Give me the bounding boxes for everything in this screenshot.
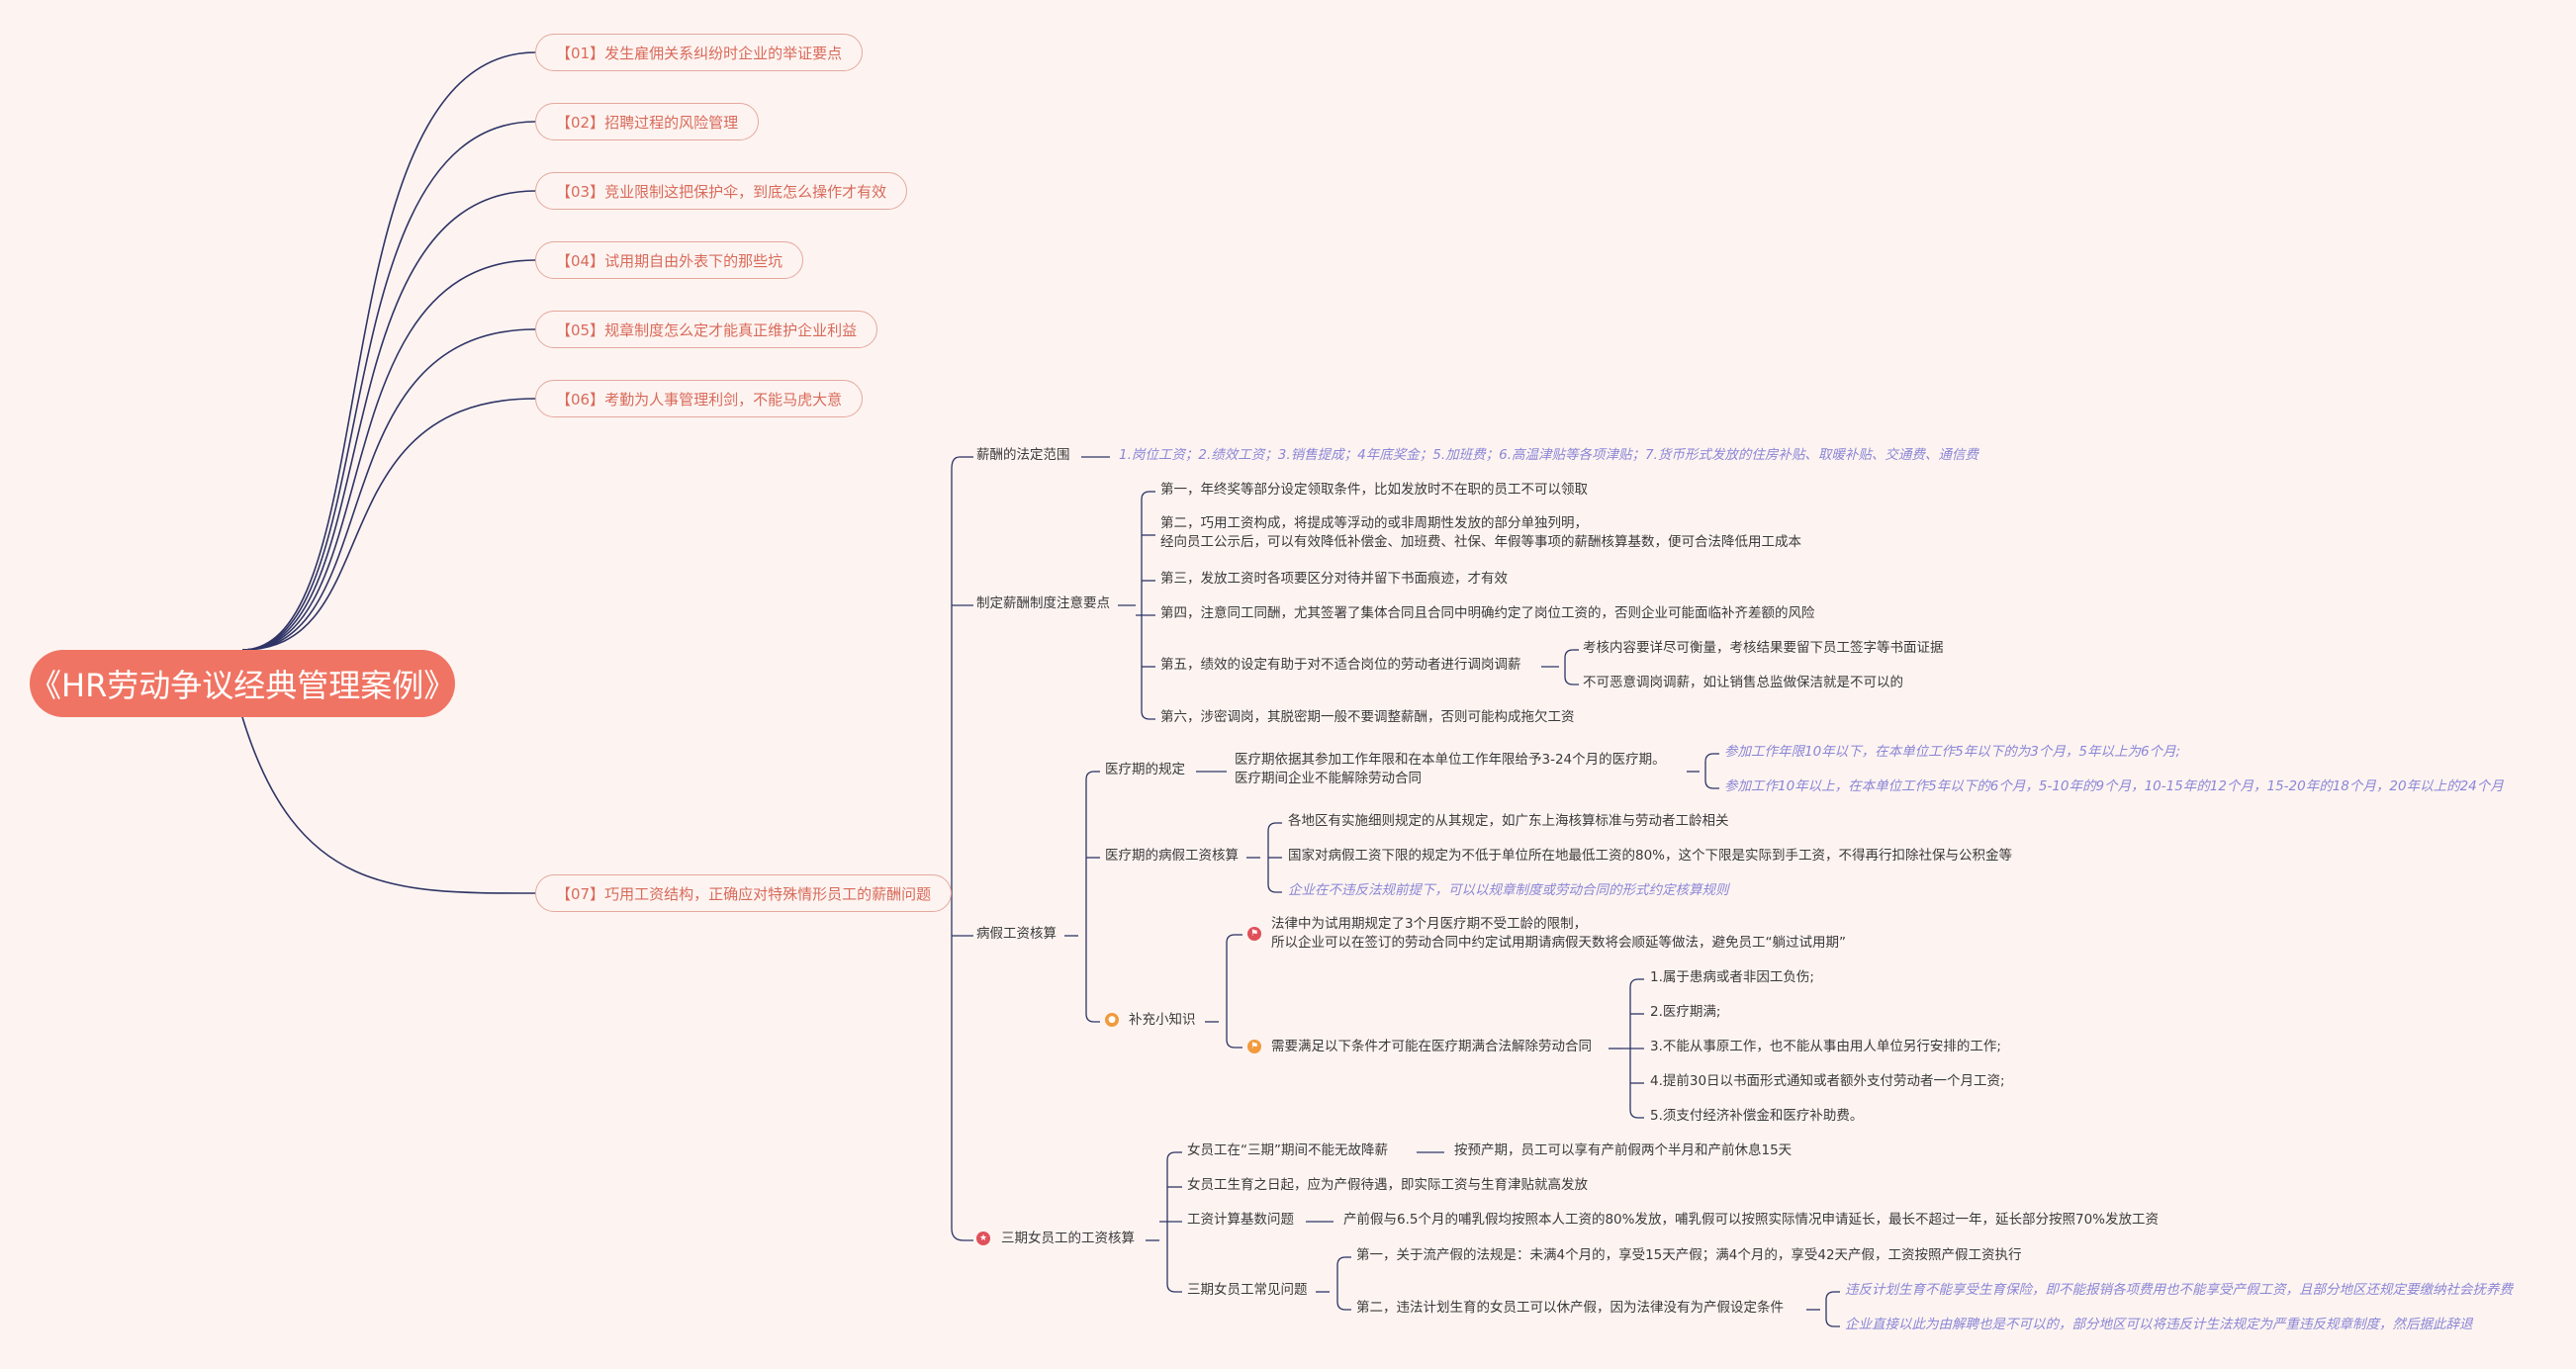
salary-point-2a: 第二，巧用工资构成，将提成等浮动的或非周期性发放的部分单独列明，: [1160, 515, 1588, 531]
tips-spine: [1226, 934, 1242, 1049]
tips-text-1a: 法律中为试用期规定了3个月医疗期不受工龄的限制，: [1271, 916, 1588, 932]
system-spine: [1141, 491, 1155, 720]
tips-text-2[interactable]: 需要满足以下条件才可能在医疗期满合法解除劳动合同: [1271, 1039, 1592, 1054]
root-link-4: [241, 259, 536, 651]
three-periods-a1[interactable]: 女员工在“三期”期间不能无故降薪: [1187, 1142, 1388, 1158]
b7-spine: [951, 456, 973, 1241]
star-icon: ★: [976, 1232, 990, 1245]
salary-scope-node[interactable]: 薪酬的法定范围: [976, 447, 1070, 463]
medical-period-node[interactable]: 医疗期的规定: [1105, 762, 1185, 777]
root-link-7: [241, 716, 536, 894]
branch-03[interactable]: 【03】竞业限制这把保护伞，到底怎么操作才有效: [535, 172, 908, 210]
three-periods-a4-2b: 企业直接以此为由解聘也是不可以的，部分地区可以将违反计生法规定为严重违反规章制度…: [1845, 1317, 2473, 1332]
branch-05[interactable]: 【05】规章制度怎么定才能真正维护企业利益: [535, 311, 878, 348]
branch-02[interactable]: 【02】招聘过程的风险管理: [535, 103, 760, 140]
condition-4: 4.提前30日以书面形式通知或者额外支付劳动者一个月工资;: [1650, 1073, 2005, 1089]
salary-system-node[interactable]: 制定薪酬制度注意要点: [976, 595, 1110, 611]
three-periods-a3b: 产前假与6.5个月的哺乳假均按照本人工资的80%发放，哺乳假可以按照实际情况申请…: [1343, 1212, 2159, 1228]
condition-2: 2.医疗期满;: [1650, 1004, 1721, 1020]
medical-period-note-1: 参加工作年限10年以下，在本单位工作5年以下的为3个月，5年以上为6个月;: [1724, 744, 2181, 760]
sick-pay-text-3: 企业在不违反法规前提下，可以以规章制度或劳动合同的形式约定核算规则: [1288, 882, 1729, 898]
three-periods-node[interactable]: 三期女员工的工资核算: [1001, 1231, 1135, 1246]
lightbulb-icon: ●: [1105, 1013, 1119, 1027]
salary-point-4: 第四，注意同工同酬，尤其签署了集体合同且合同中明确约定了岗位工资的，否则企业可能…: [1160, 605, 1815, 621]
three-periods-a4-2a: 违反计划生育不能享受生育保险，即不能报销各项费用也不能享受产假工资，且部分地区还…: [1845, 1282, 2513, 1298]
branch-07[interactable]: 【07】巧用工资结构，正确应对特殊情形员工的薪酬问题: [535, 874, 953, 912]
medical-period-text-2: 医疗期间企业不能解除劳动合同: [1235, 771, 1422, 786]
p5-spine: [1564, 649, 1579, 685]
condition-1: 1.属于患病或者非因工负伤;: [1650, 969, 1814, 985]
root-link-5: [241, 328, 536, 651]
salary-point-5b: 不可恶意调岗调薪，如让销售总监做保洁就是不可以的: [1583, 675, 1903, 690]
three-periods-a3[interactable]: 工资计算基数问题: [1187, 1212, 1294, 1228]
branch-06[interactable]: 【06】考勤为人事管理利剑，不能马虎大意: [535, 380, 864, 417]
tips-text-1b: 所以企业可以在签订的劳动合同中约定试用期请病假天数将会顺延等做法，避免员工“躺过…: [1271, 935, 1846, 951]
branch-01[interactable]: 【01】发生雇佣关系纠纷时企业的举证要点: [535, 34, 864, 71]
medical-period-text-1: 医疗期依据其参加工作年限和在本单位工作年限给予3-24个月的医疗期。: [1235, 752, 1666, 768]
flag-orange-icon: ⚑: [1247, 1040, 1261, 1053]
root-link-2: [241, 121, 536, 651]
condition-3: 3.不能从事原工作，也不能从事由用人单位另行安排的工作;: [1650, 1039, 2001, 1054]
sick-spine: [1085, 771, 1100, 1023]
salary-point-6: 第六，涉密调岗，其脱密期一般不要调整薪酬，否则可能构成拖欠工资: [1160, 709, 1575, 725]
salary-scope-items: 1.岗位工资；2.绩效工资；3.销售提成；4年底奖金；5.加班费；6.高温津贴等…: [1119, 447, 1978, 463]
a4-spine: [1336, 1256, 1351, 1311]
sick-pay-text-1: 各地区有实施细则规定的从其规定，如广东上海核算标准与劳动者工龄相关: [1288, 813, 1729, 829]
cond-spine: [1629, 978, 1644, 1119]
med-spine: [1704, 753, 1719, 789]
medical-period-note-2: 参加工作10年以上，在本单位工作5年以下的6个月，5-10年的9个月，10-15…: [1724, 778, 2504, 794]
three-periods-a1b: 按预产期，员工可以享有产前假两个半月和产前休息15天: [1454, 1142, 1793, 1158]
salary-point-1: 第一，年终奖等部分设定领取条件，比如发放时不在职的员工不可以领取: [1160, 482, 1588, 498]
root-link-6: [241, 398, 536, 651]
salary-point-2b: 经向员工公示后，可以有效降低补偿金、加班费、社保、年假等事项的薪酬核算基数，便可…: [1160, 534, 1801, 550]
sick-leave-node[interactable]: 病假工资核算: [976, 926, 1057, 942]
sick-pay-text-2: 国家对病假工资下限的规定为不低于单位所在地最低工资的80%，这个下限是实际到手工…: [1288, 848, 2013, 864]
salary-point-5[interactable]: 第五，绩效的设定有助于对不适合岗位的劳动者进行调岗调薪: [1160, 657, 1521, 673]
sick-pay-node[interactable]: 医疗期的病假工资核算: [1105, 848, 1239, 864]
salary-point-5a: 考核内容要详尽可衡量，考核结果要留下员工签字等书面证据: [1583, 640, 1944, 656]
flag-red-icon: ⚑: [1247, 927, 1261, 941]
root-link-3: [241, 190, 536, 651]
three-spine: [1166, 1151, 1182, 1293]
condition-5: 5.须支付经济补偿金和医疗补助费。: [1650, 1108, 1864, 1124]
root-link-1: [241, 51, 536, 651]
tips-node[interactable]: 补充小知识: [1129, 1012, 1196, 1028]
pay-spine: [1267, 822, 1282, 893]
salary-point-3: 第三，发放工资时各项要区分对待并留下书面痕迹，才有效: [1160, 571, 1508, 587]
three-periods-a2: 女员工生育之日起，应为产假待遇，即实际工资与生育津贴就高发放: [1187, 1177, 1588, 1193]
three-periods-a4-2[interactable]: 第二，违法计划生育的女员工可以休产假，因为法律没有为产假设定条件: [1356, 1300, 1784, 1316]
three-periods-a4[interactable]: 三期女员工常见问题: [1187, 1282, 1308, 1298]
branch-04[interactable]: 【04】试用期自由外表下的那些坑: [535, 241, 804, 279]
root-node[interactable]: 《HR劳动争议经典管理案例》: [30, 650, 455, 717]
a42-spine: [1825, 1291, 1840, 1327]
three-periods-a4-1: 第一，关于流产假的法规是：未满4个月的，享受15天产假；满4个月的，享受42天产…: [1356, 1247, 2022, 1263]
